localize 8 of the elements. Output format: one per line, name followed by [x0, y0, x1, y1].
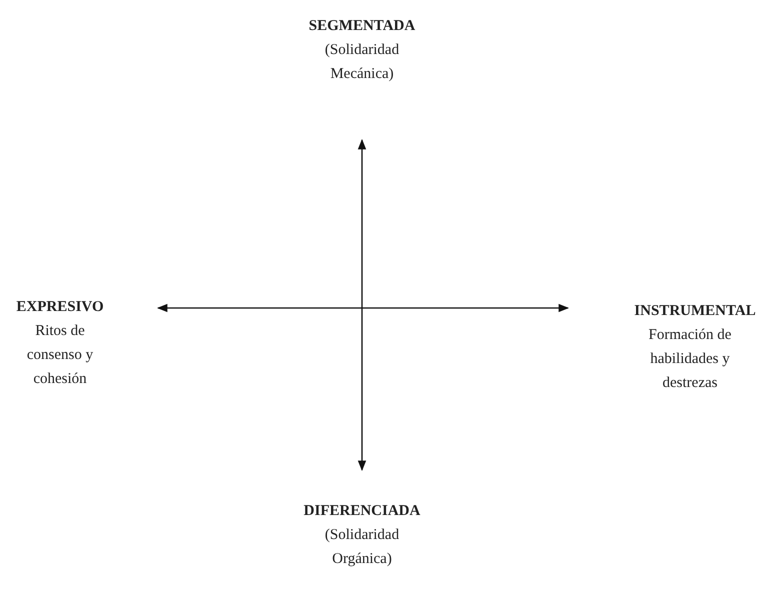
axis-heading: SEGMENTADA	[308, 17, 416, 36]
axis-description: Formación de habilidades y destrezas	[648, 326, 732, 393]
axis-description: (Solidaridad Orgánica)	[324, 526, 400, 569]
axis-heading: DIFERENCIADA	[302, 502, 422, 521]
axis-description: (Solidaridad Mecánica)	[324, 41, 400, 84]
axis-heading: INSTRUMENTAL	[633, 302, 757, 321]
axis-heading: EXPRESIVO	[15, 298, 105, 317]
axis-description: Ritos de consenso y cohesión	[26, 322, 94, 389]
